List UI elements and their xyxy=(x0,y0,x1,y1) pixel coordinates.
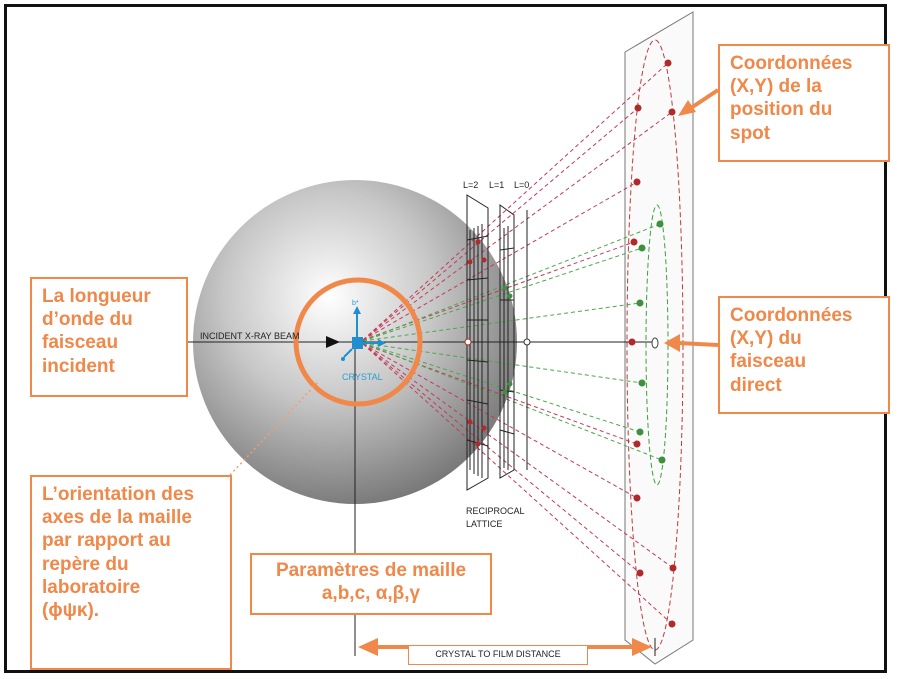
box-line: axes de la maille xyxy=(42,507,192,529)
box-line: par rapport au xyxy=(42,530,171,552)
reciprocal-label-line: RECIPROCAL xyxy=(466,506,525,516)
crystal-highlight-circle xyxy=(293,277,423,407)
lattice-green-spots xyxy=(502,285,513,395)
film-plane xyxy=(624,11,694,665)
orientation-connector xyxy=(229,381,319,476)
box-line: laboratoire xyxy=(42,576,141,598)
box-line: direct xyxy=(730,374,782,396)
layer-label-l1: L=1 xyxy=(489,180,505,190)
box-line: (X,Y) de la xyxy=(730,76,822,98)
box-line: faisceau xyxy=(42,332,119,354)
box-line: La longueur xyxy=(42,286,151,307)
box-line: repère du xyxy=(42,553,129,575)
reciprocal-lattice-label: RECIPROCAL LATTICE xyxy=(466,506,525,529)
red-diffraction-rays xyxy=(362,62,674,625)
layer-label-l2: L=2 xyxy=(463,180,479,190)
orientation-box: L’orientation des axes de la maille par … xyxy=(30,475,232,670)
box-line: (X,Y) du xyxy=(730,328,802,350)
box-line: Paramètres de maille xyxy=(275,560,467,581)
box-line: position du xyxy=(730,99,833,121)
box-line: Coordonnées xyxy=(730,305,853,326)
box-line: spot xyxy=(730,122,771,144)
box-line: a,b,c, α,β,γ xyxy=(321,583,421,605)
film-red-spots xyxy=(628,59,677,628)
layer-label-l0: L=0 xyxy=(514,180,530,190)
spot-arrow xyxy=(678,88,720,116)
beam-arrow xyxy=(664,334,719,352)
beam-coordinates-box: Coordonnées (X,Y) du faisceau direct xyxy=(718,296,890,414)
box-line: Coordonnées xyxy=(730,53,853,74)
incident-beam-arrowhead xyxy=(326,336,340,348)
wavelength-box: La longueur d’onde du faisceau incident xyxy=(30,277,188,397)
crystal-icon xyxy=(341,306,386,361)
box-line: incident xyxy=(42,355,115,377)
cell-parameters-box: Paramètres de maille a,b,c, α,β,γ xyxy=(250,553,492,615)
lattice-origin-spot xyxy=(464,338,472,346)
spot-coordinates-box: Coordonnées (X,Y) de la position du spot xyxy=(718,44,890,162)
lattice-red-spots xyxy=(467,239,487,447)
film-green-spots xyxy=(636,220,666,464)
green-diffraction-rays xyxy=(362,223,663,461)
lattice-center-node xyxy=(523,338,531,346)
box-line: L’orientation des xyxy=(42,484,195,505)
box-line: faisceau xyxy=(730,351,807,373)
box-line: (ϕψκ). xyxy=(42,599,100,621)
direct-beam-spot xyxy=(651,337,659,349)
distance-label: CRYSTAL TO FILM DISTANCE xyxy=(408,645,588,665)
reciprocal-lattice-planes xyxy=(466,194,528,491)
axis-b-label: b* xyxy=(352,300,359,307)
incident-beam-label: INCIDENT X-RAY BEAM xyxy=(200,331,300,341)
box-line: d’onde du xyxy=(42,309,133,331)
crystal-label: CRYSTAL xyxy=(342,372,383,382)
reciprocal-label-line: LATTICE xyxy=(466,519,503,529)
